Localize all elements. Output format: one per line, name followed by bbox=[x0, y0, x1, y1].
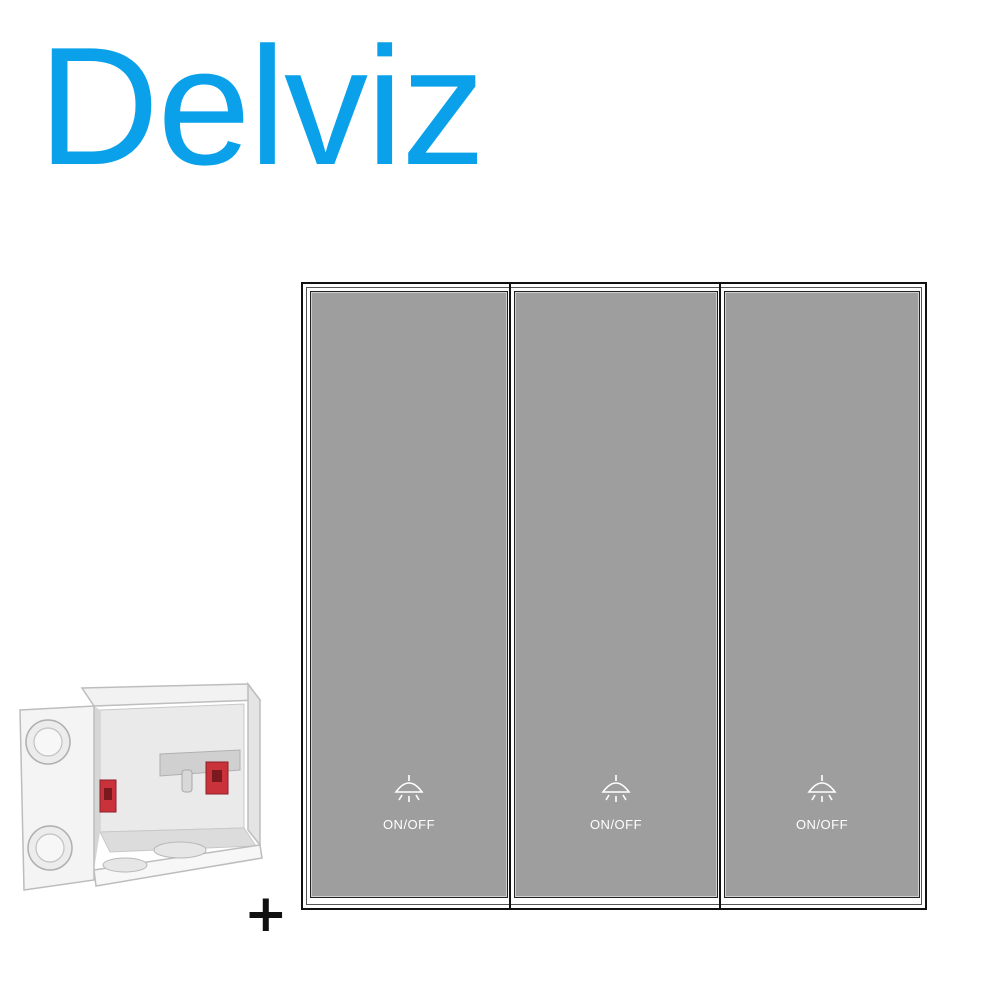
pendant-lamp-icon bbox=[807, 775, 837, 802]
key-face bbox=[728, 295, 916, 894]
key-face bbox=[314, 295, 504, 894]
key-label: ON/OFF bbox=[382, 817, 436, 832]
switch-key-2[interactable]: ON/OFF bbox=[514, 291, 718, 898]
key-divider bbox=[719, 284, 721, 908]
key-face bbox=[518, 295, 714, 894]
panel-frame bbox=[306, 287, 922, 905]
switch-key-1[interactable]: ON/OFF bbox=[310, 291, 508, 898]
key-label: ON/OFF bbox=[589, 817, 643, 832]
key-label: ON/OFF bbox=[795, 817, 849, 832]
switch-key-3[interactable]: ON/OFF bbox=[724, 291, 920, 898]
plus-sign: + bbox=[244, 884, 288, 944]
brand-logo-text: Delviz bbox=[38, 12, 485, 200]
pendant-lamp-icon bbox=[601, 775, 631, 802]
pendant-lamp-icon bbox=[394, 775, 424, 802]
switch-panel: ON/OFF ON/OFF ON/OFF bbox=[301, 282, 927, 910]
wall-back-box-icon bbox=[19, 681, 263, 891]
key-divider bbox=[509, 284, 511, 908]
